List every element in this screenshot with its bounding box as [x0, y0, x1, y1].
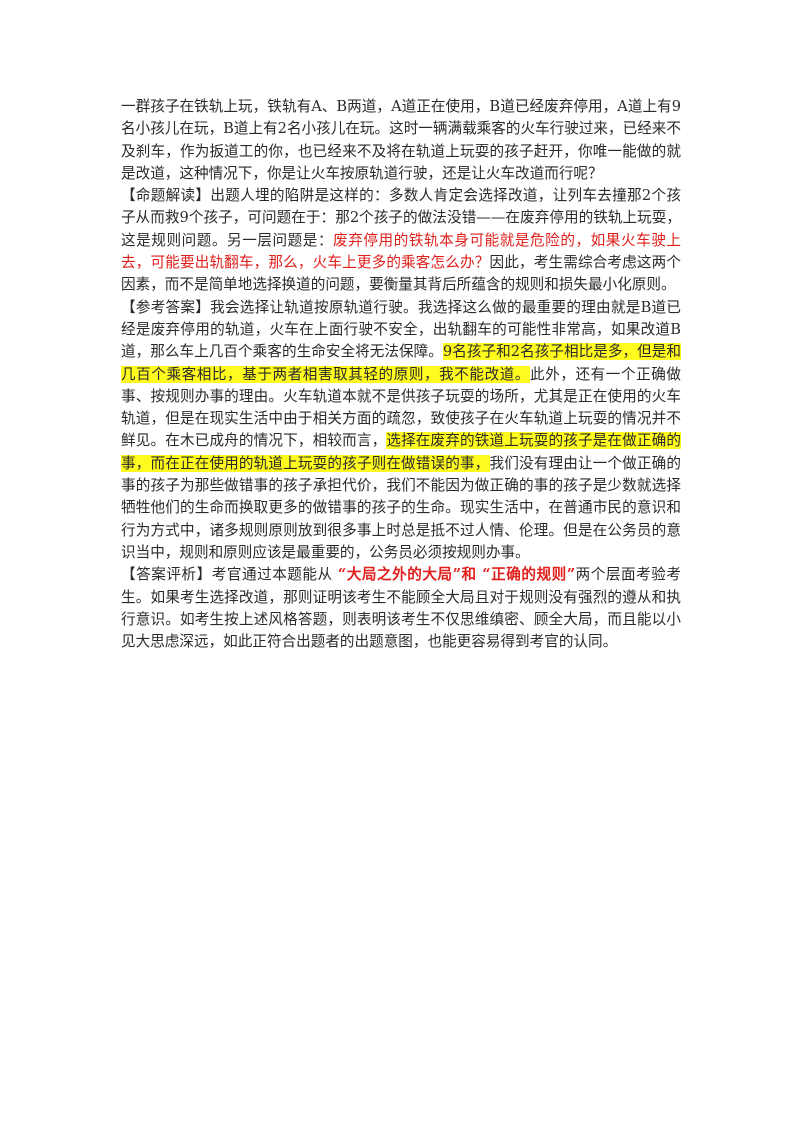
evaluation-text-2: 两个层面考验考生。如果考生选择改道，那则证明该考生不能顾全大局且对于规则没有强烈… [121, 566, 681, 651]
interpretation-red-text: 废弃停用的铁轨本身可能就是危险的，如果火车驶上去，可能要出轨翻车，那么，火车上更… [121, 231, 681, 272]
evaluation-bold-2: “正确的规则” [482, 566, 576, 584]
answer-text-2: 此外，还有一个正确做事、按规则办事的理由。火车轨道本就不是供孩子玩耍的场所，尤其… [121, 365, 681, 450]
answer-paragraph: 【参考答案】我会选择让轨道按原轨道行驶。我选择这么做的最重要的理由就是B道已经是… [121, 297, 681, 565]
document-body: 一群孩子在铁轨上玩，铁轨有A、B两道，A道正在使用，B道已经废弃停用，A道上有9… [121, 96, 681, 653]
evaluation-tag: 【答案评析】 [121, 566, 212, 584]
interpretation-text-2: 因此，考生需综合考虑这两个因素，而不是简单地选择换道的问题，要衡量其背后所蕴含的… [121, 254, 681, 294]
answer-tag: 【参考答案】 [121, 298, 211, 316]
evaluation-text-1: 考官通过本题能从 [211, 566, 338, 584]
interpretation-paragraph: 【命题解读】出题人埋的陷阱是这样的：多数人肯定会选择改道，让列车去撞那2个孩子从… [121, 185, 681, 296]
interpretation-tag: 【命题解读】 [121, 187, 211, 205]
answer-text-1: 我会选择让轨道按原轨道行驶。我选择这么做的最重要的理由就是B道已经是废弃停用的轨… [121, 298, 681, 361]
answer-text-3: 我们没有理由让一个做正确的事的孩子为那些做错事的孩子承担代价，我们不能因为做正确… [121, 454, 681, 561]
question-paragraph: 一群孩子在铁轨上玩，铁轨有A、B两道，A道正在使用，B道已经废弃停用，A道上有9… [121, 96, 681, 185]
evaluation-bold-1: “大局之外的大局” [337, 566, 461, 584]
interpretation-text-1: 出题人埋的陷阱是这样的：多数人肯定会选择改道，让列车去撞那2个孩子从而救9个孩子… [121, 187, 681, 249]
question-text: 一群孩子在铁轨上玩，铁轨有A、B两道，A道正在使用，B道已经废弃停用，A道上有9… [121, 98, 681, 182]
evaluation-paragraph: 【答案评析】考官通过本题能从 “大局之外的大局”和 “正确的规则”两个层面考验考… [121, 564, 681, 653]
evaluation-mid: 和 [461, 566, 483, 584]
